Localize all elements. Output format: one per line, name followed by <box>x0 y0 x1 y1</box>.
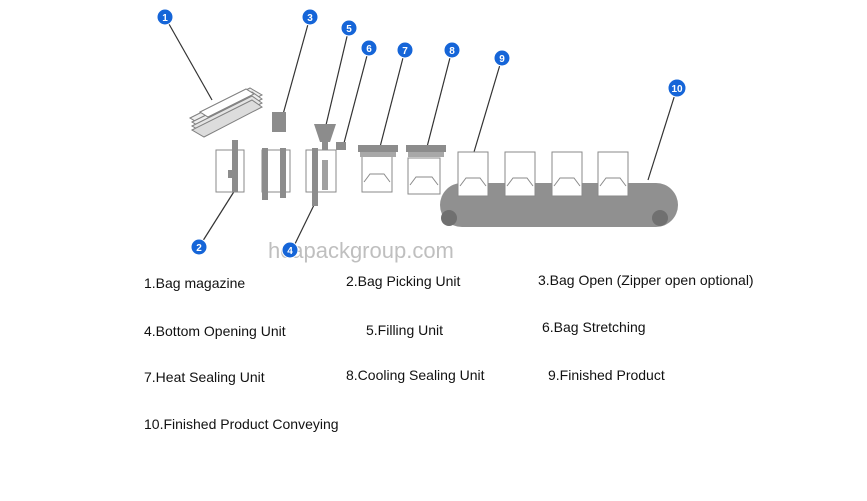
badge-8: 8 <box>443 41 461 59</box>
badge-2-label: 2 <box>196 243 202 254</box>
badge-3: 3 <box>301 8 319 26</box>
badge-4-label: 4 <box>287 246 293 257</box>
badge-6: 6 <box>360 39 378 57</box>
badge-3-label: 3 <box>307 13 313 24</box>
badge-9: 9 <box>493 49 511 67</box>
badge-9-label: 9 <box>499 54 505 65</box>
finished-products-illustration <box>457 151 629 197</box>
cooling-sealing-illustration <box>406 145 446 195</box>
badge-10-label: 10 <box>671 84 683 95</box>
badge-8-label: 8 <box>449 46 455 57</box>
legend-item-bottom-opening-unit: 4.Bottom Opening Unit <box>144 323 286 339</box>
bag-open-illustration <box>261 112 291 200</box>
badge-6-label: 6 <box>366 44 372 55</box>
badge-5-label: 5 <box>346 24 352 35</box>
badge-10: 10 <box>667 78 687 98</box>
legend-item-bag-picking-unit: 2.Bag Picking Unit <box>346 273 461 289</box>
legend-item-bag-open: 3.Bag Open (Zipper open optional) <box>538 272 754 288</box>
badge-1: 1 <box>156 8 174 26</box>
filling-illustration <box>305 124 337 206</box>
bag-picking-illustration <box>215 140 245 193</box>
legend-item-bag-magazine: 1.Bag magazine <box>144 275 246 291</box>
legend-item-finished-product-conveying: 10.Finished Product Conveying <box>144 416 339 432</box>
badge-4: 4 <box>281 241 299 259</box>
bag-magazine-illustration <box>188 87 264 138</box>
legend-item-filling-unit: 5.Filling Unit <box>366 322 444 338</box>
number-badges: 1 2 3 4 5 6 7 8 9 10 <box>156 8 687 259</box>
heat-sealing-illustration <box>358 145 398 157</box>
legend-item-heat-sealing-unit: 7.Heat Sealing Unit <box>144 369 265 385</box>
legend-item-finished-product: 9.Finished Product <box>548 367 665 383</box>
badge-7-label: 7 <box>402 46 408 57</box>
badge-1-label: 1 <box>162 13 168 24</box>
bag-stretching-illustration <box>336 142 393 193</box>
badge-5: 5 <box>340 19 358 37</box>
badge-7: 7 <box>396 41 414 59</box>
legend-item-cooling-sealing-unit: 8.Cooling Sealing Unit <box>346 367 485 383</box>
packaging-process-diagram: hcapackgroup.com 1 2 3 4 5 6 7 8 9 10 <box>156 8 687 263</box>
watermark-text: hcapackgroup.com <box>268 238 454 263</box>
legend-item-bag-stretching: 6.Bag Stretching <box>542 319 646 335</box>
leader-lines <box>164 16 678 251</box>
badge-2: 2 <box>190 238 208 256</box>
